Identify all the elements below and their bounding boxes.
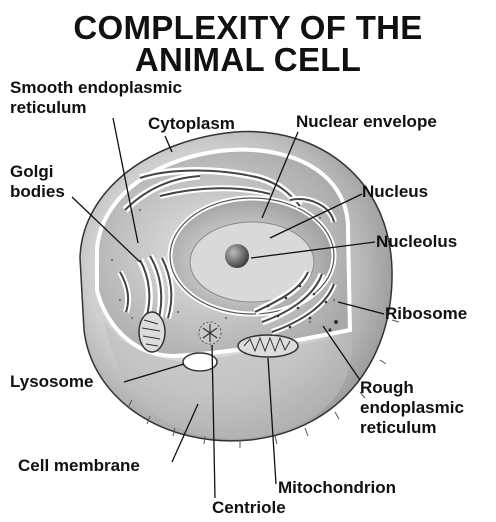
nucleolus-shape (225, 244, 249, 268)
label-smooth-er-line-2: reticulum (10, 98, 87, 118)
label-centriole: Centriole (212, 498, 286, 518)
ribosome-shape-2 (328, 328, 331, 331)
centriole-shape (199, 322, 221, 344)
label-nuclear-envelope: Nuclear envelope (296, 112, 437, 132)
label-smooth-er-line-1: Smooth endoplasmic (10, 78, 182, 98)
label-cytoplasm: Cytoplasm (148, 114, 235, 134)
label-lysosome: Lysosome (10, 372, 93, 392)
label-ribosome: Ribosome (385, 304, 467, 324)
mitochondrion-shape (238, 335, 298, 357)
label-rough-er-line-3: reticulum (360, 418, 437, 438)
label-golgi-line-1: Golgi (10, 162, 53, 182)
ribosome-shape (334, 320, 338, 324)
label-golgi-line-2: bodies (10, 182, 65, 202)
label-rough-er-line-2: endoplasmic (360, 398, 464, 418)
label-cell-membrane: Cell membrane (18, 456, 140, 476)
label-rough-er-line-1: Rough (360, 378, 414, 398)
mitochondrion-left-shape (139, 312, 165, 352)
label-nucleolus: Nucleolus (376, 232, 457, 252)
label-mitochondrion: Mitochondrion (278, 478, 396, 498)
label-nucleus: Nucleus (362, 182, 428, 202)
